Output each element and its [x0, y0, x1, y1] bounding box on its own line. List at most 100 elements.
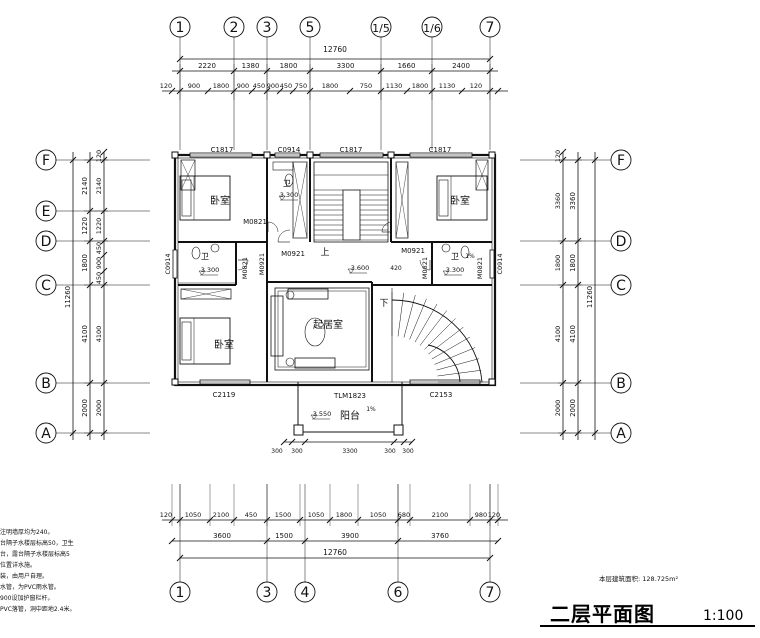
window-label: C1817 — [429, 146, 452, 154]
axis-bubble-top-label: 5 — [306, 20, 315, 36]
dim-tick — [263, 87, 271, 95]
window-label: C0914 — [278, 146, 301, 154]
dim-top-row1: 2220 — [198, 62, 216, 70]
note-line: 注明墙厚均为240。 — [0, 529, 54, 536]
axis-bubble-left-label: F — [42, 153, 50, 169]
elevation-triangle — [278, 195, 286, 201]
dim-bottom-row1: 1050 — [370, 511, 387, 519]
sofa — [294, 357, 336, 369]
window-label: C1817 — [340, 146, 363, 154]
wc-label: 卫 — [201, 252, 209, 261]
note-line: 水管，为PVC雨水管。 — [0, 584, 60, 591]
dim-total-bottom: 12760 — [323, 548, 347, 557]
dim-top-row1: 3300 — [337, 62, 355, 70]
dim-bottom-row1: 1800 — [336, 511, 353, 519]
note-line: 台，露台隔子水楼层标高5 — [0, 551, 70, 558]
stair-down-label: 下 — [379, 299, 388, 309]
dim-tick — [408, 438, 416, 446]
dim-tick — [458, 87, 466, 95]
dim-top-row2: 900 — [188, 82, 200, 90]
wall-column — [488, 151, 496, 159]
dim-tick — [280, 438, 288, 446]
axis-bubble-left-label: A — [41, 426, 51, 442]
dim-right-inner: 4100 — [554, 326, 562, 343]
note-line: 装，由用户自理。 — [0, 573, 49, 580]
axis-bubble-left-label: D — [41, 234, 52, 250]
wc-label: 卫 — [451, 252, 459, 261]
floor-area: 本层建筑面积: 128.725m² — [599, 573, 678, 583]
stair-tread — [437, 370, 482, 377]
dim-balcony: 300 — [271, 448, 283, 455]
dim-top-row2: 1130 — [439, 82, 456, 90]
dim-tick — [100, 156, 108, 164]
dim-bottom-row2: 3600 — [213, 532, 231, 540]
dim-balcony: 300 — [402, 448, 414, 455]
door-label: M0821 — [241, 257, 249, 279]
room-label-bedroom: 卧室 — [210, 194, 230, 207]
dim-top-row2: 1800 — [412, 82, 429, 90]
dim-left-inner: 450 — [95, 272, 103, 284]
stair-tread — [434, 347, 476, 365]
floor-area-label: 本层建筑面积: — [599, 575, 641, 583]
dim-tick — [276, 87, 284, 95]
dim-top-row2: 1800 — [213, 82, 230, 90]
sofa — [270, 295, 284, 357]
wardrobe — [292, 161, 308, 239]
dim-tick — [346, 87, 354, 95]
dim-bottom-row1: 120 — [488, 511, 500, 519]
dim-balcony: 300 — [384, 448, 396, 455]
dim-left-inner: 900 — [95, 257, 103, 269]
dim-tick — [100, 281, 108, 289]
dim-bottom-row1: 2100 — [432, 511, 449, 519]
dim-balcony: 300 — [291, 448, 303, 455]
axis-bubble-left-label: B — [41, 376, 51, 392]
sofa — [287, 288, 329, 300]
dim-right-outer: 2000 — [569, 399, 577, 417]
dim-tick — [230, 87, 238, 95]
dim-tick — [289, 87, 297, 95]
dim-tick — [306, 87, 314, 95]
bed — [179, 175, 231, 221]
stair-tread — [436, 358, 479, 371]
window-label: C2119 — [213, 391, 236, 399]
dim-tick — [288, 438, 296, 446]
dim-bottom-row1: 980 — [475, 511, 487, 519]
bed — [436, 175, 488, 221]
wardrobe — [180, 159, 196, 191]
dim-tick — [100, 148, 108, 156]
drawing-title: 二层平面图 — [550, 602, 655, 626]
door-swing — [381, 221, 393, 233]
dim-tick — [176, 554, 184, 562]
spiral-stair-outer — [391, 299, 483, 383]
dim-right-outer: 4100 — [569, 325, 577, 343]
dim-tick — [176, 87, 184, 95]
dim-tick — [248, 87, 256, 95]
stair-tread — [424, 318, 456, 350]
axis-bubble-right-label: F — [617, 153, 625, 169]
stair-tread — [403, 295, 416, 338]
door-label: M0921 — [281, 250, 305, 258]
bed-pillow — [438, 179, 449, 217]
dim-left-inner: 2000 — [95, 400, 103, 417]
rug — [274, 287, 370, 371]
dim-tick — [168, 537, 176, 545]
dim-bottom-row1: 120 — [160, 511, 172, 519]
dim-right-inner: 1800 — [554, 255, 562, 272]
room-label-balcony: 阳台 — [340, 409, 360, 422]
dim-bottom-row1: 1050 — [308, 511, 325, 519]
dim-bottom-row1: 2100 — [213, 511, 230, 519]
bed-pillow — [181, 321, 192, 361]
dim-tick — [400, 438, 408, 446]
wall-column — [488, 378, 496, 386]
wardrobe-cross — [292, 161, 308, 239]
coffee-table — [304, 317, 326, 347]
toilet — [191, 246, 201, 260]
wardrobe — [180, 288, 232, 300]
dim-tick — [204, 87, 212, 95]
dim-left-inner: 120 — [95, 150, 103, 162]
elevation-triangle — [347, 268, 355, 274]
axis-bubble-right-label: B — [616, 376, 626, 392]
dim-tick — [486, 87, 494, 95]
stair-up — [313, 161, 389, 243]
window-c0914 — [489, 249, 495, 279]
